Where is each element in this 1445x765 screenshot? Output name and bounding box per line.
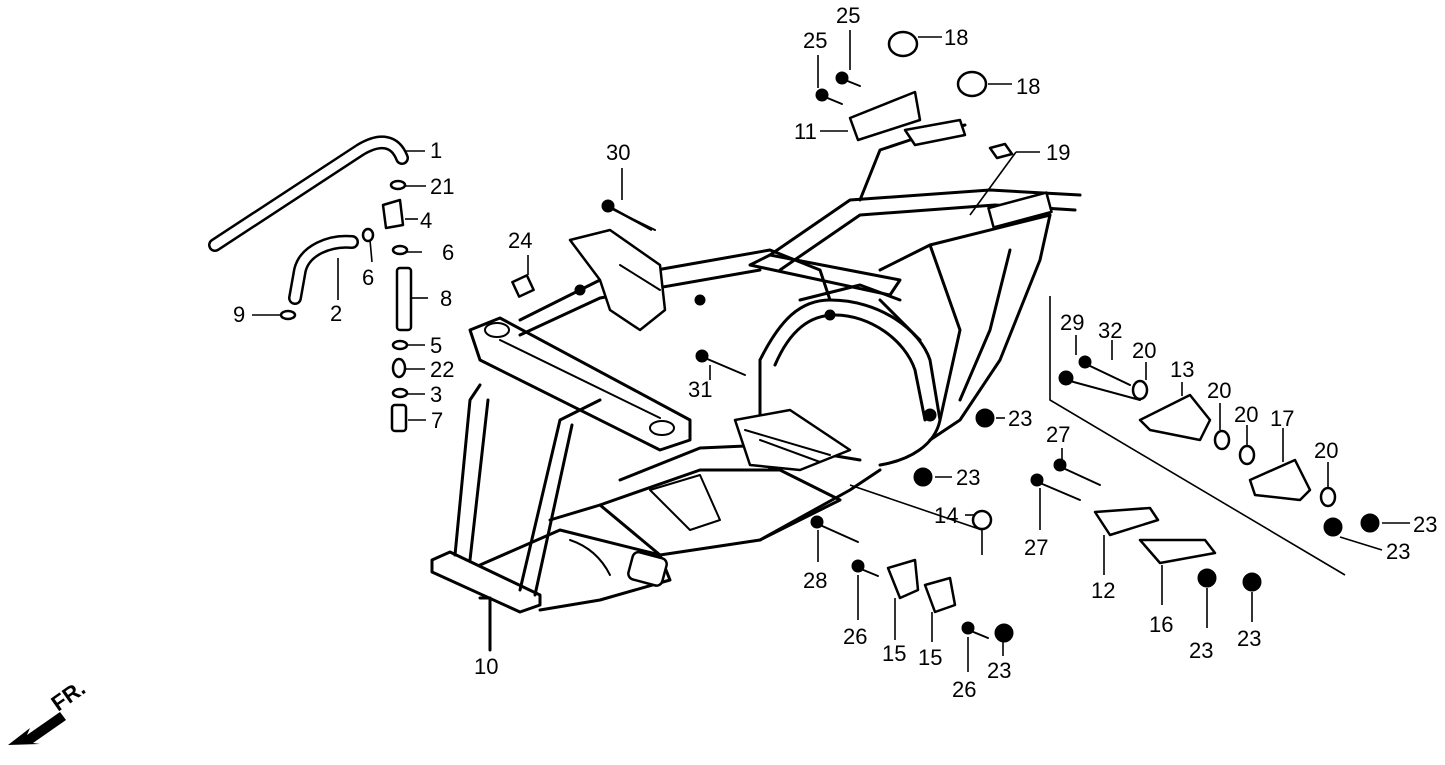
callout-30: 30 bbox=[606, 140, 630, 165]
callout-32: 32 bbox=[1098, 318, 1122, 343]
callout-7: 7 bbox=[431, 408, 443, 433]
callout-31: 31 bbox=[688, 377, 712, 402]
callout-10: 10 bbox=[474, 654, 498, 679]
callout-29: 29 bbox=[1060, 310, 1084, 335]
callout-20b: 20 bbox=[1207, 378, 1231, 403]
callout-12: 12 bbox=[1091, 578, 1115, 603]
callout-22: 22 bbox=[430, 357, 454, 382]
callout-23e: 23 bbox=[1237, 626, 1261, 651]
callout-18a: 18 bbox=[944, 25, 968, 50]
callout-26a: 26 bbox=[843, 624, 867, 649]
callout-6a: 6 bbox=[362, 265, 374, 290]
callout-23c: 23 bbox=[987, 658, 1011, 683]
callout-27a: 27 bbox=[1046, 422, 1070, 447]
callout-15b: 15 bbox=[918, 645, 942, 670]
callout-23g: 23 bbox=[1386, 539, 1410, 564]
callout-20a: 20 bbox=[1132, 338, 1156, 363]
callout-20c: 20 bbox=[1234, 402, 1258, 427]
callout-16: 16 bbox=[1149, 612, 1173, 637]
hardware bbox=[511, 30, 1380, 643]
callout-14: 14 bbox=[934, 503, 958, 528]
callout-25b: 25 bbox=[803, 28, 827, 53]
callout-11: 11 bbox=[794, 119, 817, 144]
leader-lines bbox=[252, 30, 1410, 672]
callout-1: 1 bbox=[430, 138, 442, 163]
callout-20d: 20 bbox=[1314, 438, 1338, 463]
front-direction-label: FR. bbox=[47, 675, 90, 716]
callout-18b: 18 bbox=[1016, 74, 1040, 99]
callout-23f: 23 bbox=[1413, 512, 1437, 537]
callout-4: 4 bbox=[420, 208, 432, 233]
callout-27b: 27 bbox=[1024, 535, 1048, 560]
callout-8: 8 bbox=[440, 286, 452, 311]
callout-21: 21 bbox=[430, 174, 454, 199]
callout-23b: 23 bbox=[956, 465, 980, 490]
hose-assembly bbox=[208, 135, 413, 433]
callout-15a: 15 bbox=[882, 641, 906, 666]
callout-25a: 25 bbox=[836, 3, 860, 28]
callout-23d: 23 bbox=[1189, 638, 1213, 663]
callout-3: 3 bbox=[430, 382, 442, 407]
callout-5: 5 bbox=[430, 333, 442, 358]
frame-body bbox=[430, 118, 1082, 652]
callout-28: 28 bbox=[803, 568, 827, 593]
callout-26b: 26 bbox=[952, 677, 976, 702]
callout-24: 24 bbox=[508, 228, 532, 253]
callout-13: 13 bbox=[1170, 357, 1194, 382]
front-direction-arrow: FR. bbox=[8, 675, 90, 745]
callout-17: 17 bbox=[1270, 406, 1294, 431]
callout-labels: 1 2 3 4 5 6 6 7 8 9 10 11 12 13 14 15 15… bbox=[233, 3, 1437, 702]
callout-19: 19 bbox=[1046, 140, 1070, 165]
callout-2: 2 bbox=[330, 301, 342, 326]
callout-23a: 23 bbox=[1008, 406, 1032, 431]
callout-9: 9 bbox=[233, 302, 245, 327]
callout-6b: 6 bbox=[442, 240, 454, 265]
